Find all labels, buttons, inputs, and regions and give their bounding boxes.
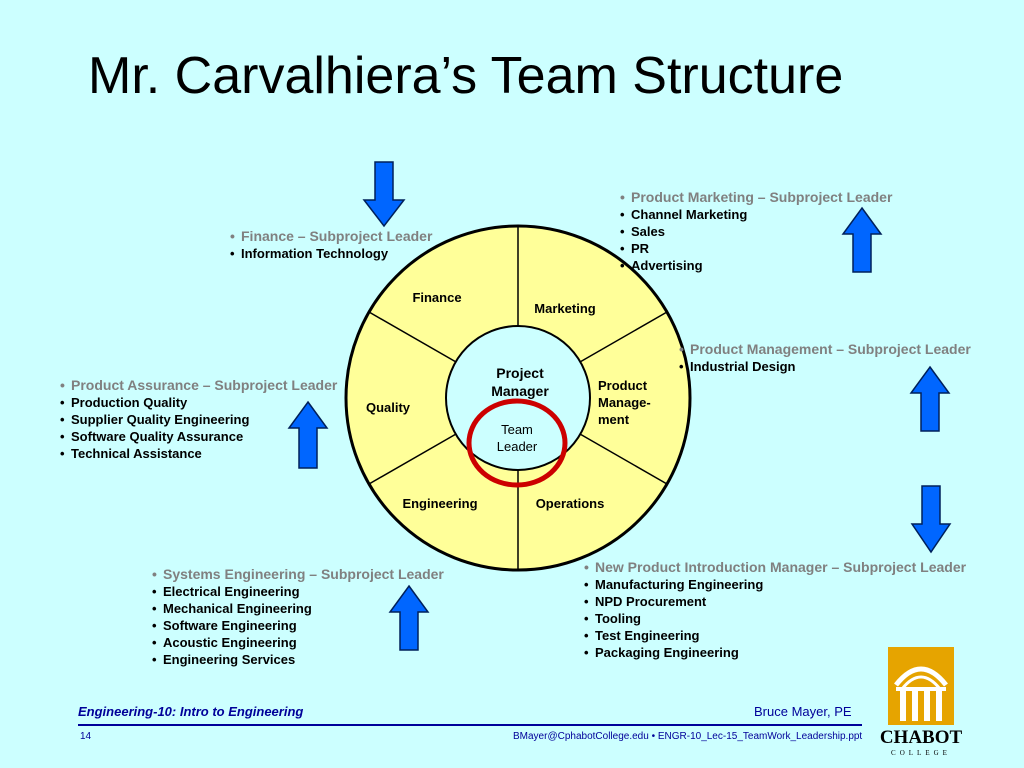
footer-divider	[78, 724, 862, 726]
list-item: •PR	[620, 241, 650, 256]
list-item: •Acoustic Engineering	[152, 635, 297, 650]
quality-block-head: •Product Assurance – Subproject Leader	[60, 377, 338, 393]
list-item: •Mechanical Engineering	[152, 601, 312, 616]
segment-label-product-mgmt-3: ment	[598, 412, 630, 427]
segment-label-finance: Finance	[412, 290, 461, 305]
finance-block-head: •Finance – Subproject Leader	[230, 228, 433, 244]
list-item: •Technical Assistance	[60, 446, 202, 461]
list-item: •Software Quality Assurance	[60, 429, 244, 444]
list-item: •Manufacturing Engineering	[584, 577, 764, 592]
product-mgmt-block: •Product Management – Subproject Leader …	[679, 341, 971, 375]
spoke-lower-right	[572, 429, 668, 485]
center-sub-line2: Leader	[497, 439, 538, 454]
arrow-up-icon	[841, 206, 883, 273]
center-sub-line1: Team	[501, 422, 533, 437]
list-item: •Supplier Quality Engineering	[60, 412, 250, 427]
list-item: •Test Engineering	[584, 628, 700, 643]
chabot-building-icon	[888, 647, 954, 725]
list-item: •Software Engineering	[152, 618, 297, 633]
finance-block: •Finance – Subproject Leader •Informatio…	[230, 228, 432, 262]
quality-block: •Product Assurance – Subproject Leader •…	[60, 377, 337, 462]
segment-label-marketing: Marketing	[534, 301, 595, 316]
footer-author: Bruce Mayer, PE	[754, 704, 852, 719]
list-item: •Electrical Engineering	[152, 584, 300, 599]
logo-sub: COLLEGE	[891, 749, 951, 757]
list-item: •Tooling	[584, 611, 641, 626]
logo-name: CHABOT	[879, 727, 963, 748]
page-number: 14	[80, 731, 92, 742]
list-item: •Packaging Engineering	[584, 645, 739, 660]
spoke-upper-left	[368, 311, 464, 367]
spoke-lower-left	[368, 429, 464, 485]
team-leader-ring	[466, 398, 568, 488]
center-label-line1: Project	[496, 365, 544, 381]
list-item: •Industrial Design	[679, 359, 796, 374]
center-hub	[445, 325, 591, 471]
arrow-up-icon	[909, 365, 951, 432]
list-item: •Channel Marketing	[620, 207, 748, 222]
operations-block-head: •New Product Introduction Manager – Subp…	[584, 559, 967, 575]
spoke-upper-right	[572, 311, 668, 367]
list-item: •Sales	[620, 224, 665, 239]
segment-label-product-mgmt-1: Product	[598, 378, 648, 393]
list-item: •NPD Procurement	[584, 594, 707, 609]
arrow-up-icon	[388, 584, 430, 651]
engineering-block-head: •Systems Engineering – Subproject Leader	[152, 566, 444, 582]
footer-file-info: BMayer@CphabotCollege.edu • ENGR-10_Lec-…	[513, 731, 863, 742]
chabot-logo: CHABOT COLLEGE	[876, 645, 966, 763]
list-item: •Production Quality	[60, 395, 188, 410]
list-item: •Advertising	[620, 258, 703, 273]
segment-label-operations: Operations	[536, 496, 605, 511]
product-mgmt-block-head: •Product Management – Subproject Leader	[679, 341, 971, 357]
operations-block: •New Product Introduction Manager – Subp…	[584, 559, 966, 661]
marketing-block-head: •Product Marketing – Subproject Leader	[620, 189, 893, 205]
arrow-down-icon	[362, 161, 406, 228]
list-item: •Information Technology	[230, 246, 389, 261]
arrow-up-icon	[287, 400, 329, 469]
list-item: •Engineering Services	[152, 652, 296, 667]
segment-label-product-mgmt-2: Manage-	[598, 395, 651, 410]
center-label-line2: Manager	[491, 383, 549, 399]
footer-course: Engineering-10: Intro to Engineering	[78, 704, 304, 719]
engineering-block: •Systems Engineering – Subproject Leader…	[152, 566, 444, 668]
arrow-down-icon	[910, 485, 952, 554]
slide-title: Mr. Carvalhiera’s Team Structure	[88, 47, 844, 105]
segment-label-quality: Quality	[366, 400, 411, 415]
marketing-block: •Product Marketing – Subproject Leader •…	[620, 189, 892, 274]
segment-label-engineering: Engineering	[402, 496, 477, 511]
